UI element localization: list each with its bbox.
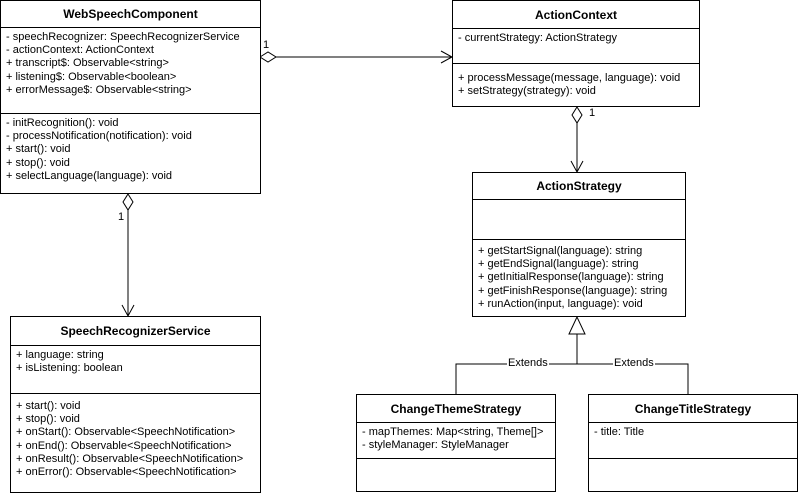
class-change-theme-strategy: ChangeThemeStrategy - mapThemes: Map<str…	[356, 394, 556, 492]
method: + setStrategy(strategy): void	[458, 85, 596, 98]
class-web-speech-component: WebSpeechComponent - speechRecognizer: S…	[0, 0, 261, 194]
method: + onError(): Observable<SpeechNotificati…	[16, 466, 237, 479]
methods-section	[357, 458, 555, 491]
method: + getEndSignal(language): string	[478, 258, 639, 271]
methods-section: + processMessage(message, language): voi…	[453, 63, 699, 106]
multiplicity-component-context: 1	[263, 39, 270, 51]
methods-section: + start(): void + stop(): void + onStart…	[11, 393, 260, 492]
extends-label-title: Extends	[613, 357, 655, 369]
attribute: + transcript$: Observable<string>	[6, 57, 169, 70]
class-name: ChangeThemeStrategy	[357, 395, 555, 423]
attribute: - actionContext: ActionContext	[6, 44, 154, 57]
method: + processMessage(message, language): voi…	[458, 72, 681, 84]
inheritance-line-theme	[455, 363, 577, 394]
method: + onStart(): Observable<SpeechNotificati…	[16, 426, 236, 439]
class-name: ChangeTitleStrategy	[589, 395, 797, 423]
attributes-section: - speechRecognizer: SpeechRecognizerServ…	[1, 28, 260, 113]
method: + getInitialResponse(language): string	[478, 271, 664, 284]
attribute: + language: string	[16, 349, 104, 361]
method: + onEnd(): Observable<SpeechNotification…	[16, 439, 232, 452]
method: + start(): void	[6, 143, 71, 156]
attribute: - title: Title	[594, 426, 645, 438]
multiplicity-context-strategy: 1	[589, 107, 596, 119]
attribute: - mapThemes: Map<string, Theme[]>	[362, 426, 544, 438]
method: + onResult(): Observable<SpeechNotificat…	[16, 452, 244, 465]
class-action-strategy: ActionStrategy + getStartSignal(language…	[472, 172, 686, 317]
attribute: - speechRecognizer: SpeechRecognizerServ…	[6, 31, 240, 43]
method: + stop(): void	[6, 156, 70, 169]
method: + start(): void	[16, 400, 81, 412]
attribute: + listening$: Observable<boolean>	[6, 70, 177, 83]
class-name: WebSpeechComponent	[1, 1, 260, 28]
method: + runAction(input, language): void	[478, 297, 643, 310]
class-name-text: ActionStrategy	[536, 179, 622, 193]
aggregation-diamond-component-service	[122, 193, 134, 211]
class-action-context: ActionContext - currentStrategy: ActionS…	[452, 0, 700, 107]
attribute: - styleManager: StyleManager	[362, 439, 509, 452]
method: - processNotification(notification): voi…	[6, 130, 192, 143]
attributes-section: - mapThemes: Map<string, Theme[]> - styl…	[357, 423, 555, 458]
attributes-section: + language: string + isListening: boolea…	[11, 346, 260, 393]
multiplicity-component-service: 1	[118, 211, 125, 223]
attributes-section: - title: Title	[589, 423, 797, 458]
extends-label-theme: Extends	[507, 357, 549, 369]
class-name: ActionContext	[453, 1, 699, 29]
attribute: + errorMessage$: Observable<string>	[6, 83, 192, 96]
inheritance-triangle	[568, 315, 586, 335]
class-name: ActionStrategy	[473, 173, 685, 200]
methods-section: - initRecognition(): void - processNotif…	[1, 113, 260, 193]
method: + getStartSignal(language): string	[478, 245, 643, 257]
class-name: SpeechRecognizerService	[11, 317, 260, 346]
method: + selectLanguage(language): void	[6, 169, 173, 182]
class-speech-recognizer-service: SpeechRecognizerService + language: stri…	[10, 316, 261, 493]
attributes-section: - currentStrategy: ActionStrategy	[453, 29, 699, 63]
attribute: + isListening: boolean	[16, 362, 123, 375]
aggregation-diamond-context-strategy	[571, 106, 583, 124]
aggregation-diamond-component-context	[259, 51, 277, 63]
class-change-title-strategy: ChangeTitleStrategy - title: Title	[588, 394, 798, 492]
method: + getFinishResponse(language): string	[478, 284, 668, 297]
method: - initRecognition(): void	[6, 117, 119, 129]
methods-section: + getStartSignal(language): string + get…	[473, 239, 685, 316]
method: + stop(): void	[16, 413, 80, 426]
attribute: - currentStrategy: ActionStrategy	[458, 32, 617, 44]
attributes-section	[473, 200, 685, 239]
methods-section	[589, 458, 797, 491]
